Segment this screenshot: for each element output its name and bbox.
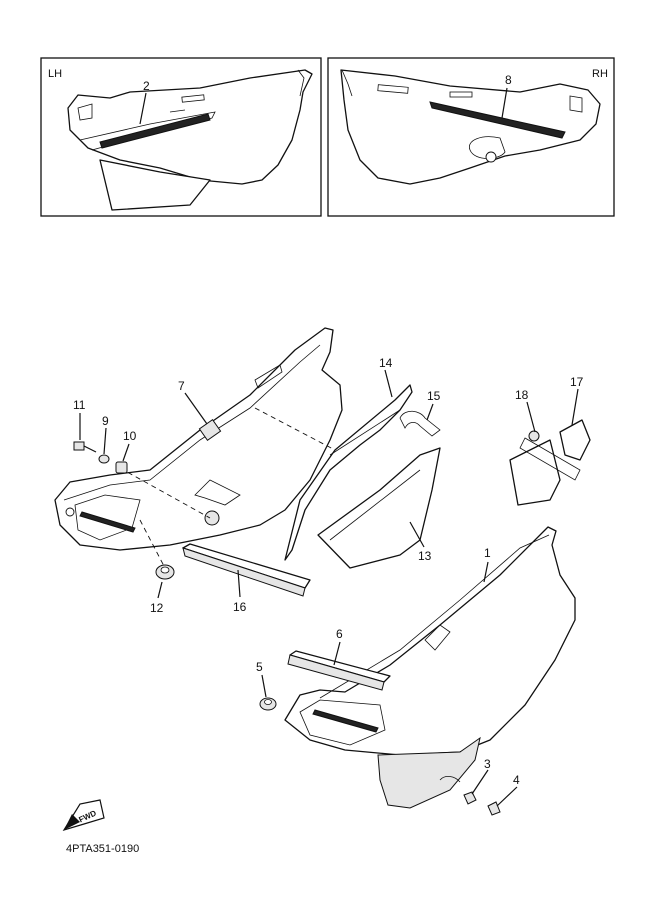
callout-10: 10 (123, 429, 137, 443)
callout-15: 15 (427, 389, 441, 403)
part-14-bracket (284, 384, 413, 561)
callout-17: 17 (570, 375, 584, 389)
callout-18: 18 (515, 388, 529, 402)
part-9-washer (98, 454, 110, 464)
callout-9: 9 (102, 414, 109, 428)
callout-3: 3 (484, 757, 491, 771)
part-6-damper (287, 650, 391, 691)
lh-cover-lower-panel (99, 159, 211, 211)
callout-8: 8 (505, 73, 512, 87)
part-3-screw (463, 791, 477, 805)
part-7-lh-cover (54, 327, 343, 551)
callout-11: 11 (73, 398, 86, 412)
callout-4: 4 (513, 773, 520, 787)
part-16-damper (182, 543, 311, 597)
inset-rh-label: RH (592, 68, 608, 80)
rh-side-cover-shape (340, 69, 601, 185)
part-12-grommet (155, 564, 175, 580)
callout-6: 6 (336, 627, 343, 641)
part-1-rh-cover (284, 526, 576, 809)
part-17-18-assembly (509, 419, 591, 506)
inset-rh: RH 8 (327, 57, 615, 217)
callout-12: 12 (150, 601, 164, 615)
callout-5: 5 (256, 660, 263, 674)
fwd-arrow-icon: FWD (62, 799, 105, 832)
callout-13: 13 (418, 549, 432, 563)
part-13-panel (317, 447, 441, 569)
part-15-clip (399, 410, 441, 437)
inset-lh: LH 2 (40, 57, 322, 217)
part-5-grommet (259, 697, 277, 711)
part-11-bolt (73, 441, 97, 453)
part-4-bolt (487, 801, 501, 816)
callout-7: 7 (178, 379, 185, 393)
callout-2: 2 (143, 79, 150, 93)
callout-14: 14 (379, 356, 393, 370)
part-10-collar (115, 461, 128, 474)
callout-1: 1 (484, 546, 491, 560)
diagram-code: 4PTA351-0190 (66, 843, 139, 855)
inset-lh-label: LH (48, 68, 62, 80)
callout-16: 16 (233, 600, 247, 614)
